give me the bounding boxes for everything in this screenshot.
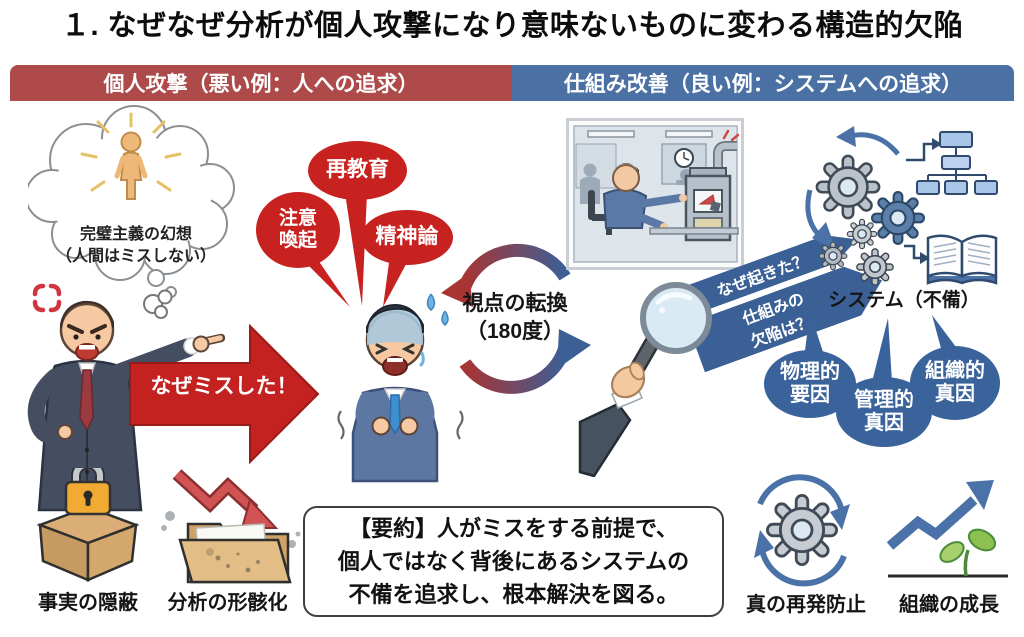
- right-panel-header: 仕組み改善（良い例：システムへの追求）: [512, 65, 1014, 101]
- locked-box-icon: [36, 468, 140, 582]
- degraded-folder-icon: [161, 469, 301, 584]
- left-panel-header: 個人攻撃（悪い例：人への追求）: [10, 65, 512, 101]
- summary-box: 【要約】人がミスをする前提で、 個人ではなく背後にあるシステムの 不備を追求し、…: [303, 506, 724, 617]
- hollow-analysis-label: 分析の形骸化: [167, 592, 288, 614]
- sprout-icon: [939, 528, 997, 577]
- cause-bubble-organizational: 組織的 真因: [910, 346, 1000, 420]
- anger-mark-icon: [32, 283, 62, 313]
- speech-bubble-reeducation: 再教育: [308, 141, 407, 200]
- cause-bubble-tails-icon: [804, 312, 962, 382]
- speech-bubble-attention: 注意 喚起: [256, 192, 340, 268]
- glow-rays-icon: [80, 112, 182, 192]
- system-gears-icon: [805, 126, 998, 296]
- magnifier-icon: [578, 282, 712, 477]
- hide-facts-label: 事実の隠蔽: [38, 592, 138, 614]
- perspective-shift-icon: [441, 244, 591, 394]
- factory-scene-illustration: [566, 118, 744, 270]
- angry-boss-illustration: [27, 283, 225, 512]
- system-label: システム（不備）: [828, 290, 980, 311]
- speech-bubble-tails-icon: [296, 193, 410, 307]
- prevention-gear-icon: [754, 474, 850, 587]
- alert-marks-icon: [722, 129, 740, 142]
- org-chart-icon: [906, 131, 998, 195]
- steam-puff-icon: [143, 289, 173, 319]
- growth-chart-icon: [886, 480, 1008, 578]
- thought-cloud-icon: [28, 105, 235, 298]
- perspective-shift-label: 視点の転換 （180度）: [462, 292, 568, 344]
- growth-label: 組織の成長: [899, 594, 999, 616]
- blame-arrow-label: なぜミスした！: [150, 375, 298, 398]
- blame-arrow-icon: [129, 323, 320, 465]
- book-icon: [904, 234, 998, 285]
- crying-employee-illustration: [337, 293, 464, 483]
- speech-bubble-spiritualism: 精神論: [361, 210, 453, 265]
- error-flag-icon: [698, 194, 716, 205]
- prevention-label: 真の再発防止: [746, 594, 866, 616]
- page-title: １. なぜなぜ分析が個人攻撃になり意味ないものに変わる構造的欠陥: [60, 10, 964, 42]
- cause-bubble-physical: 物理的 要因: [764, 350, 856, 418]
- thought-bubble-text: 完璧主義の幻想 （人間はミスしない）: [55, 226, 216, 265]
- sweat-drops-icon: [426, 293, 449, 326]
- perfect-person-icon: [114, 131, 148, 200]
